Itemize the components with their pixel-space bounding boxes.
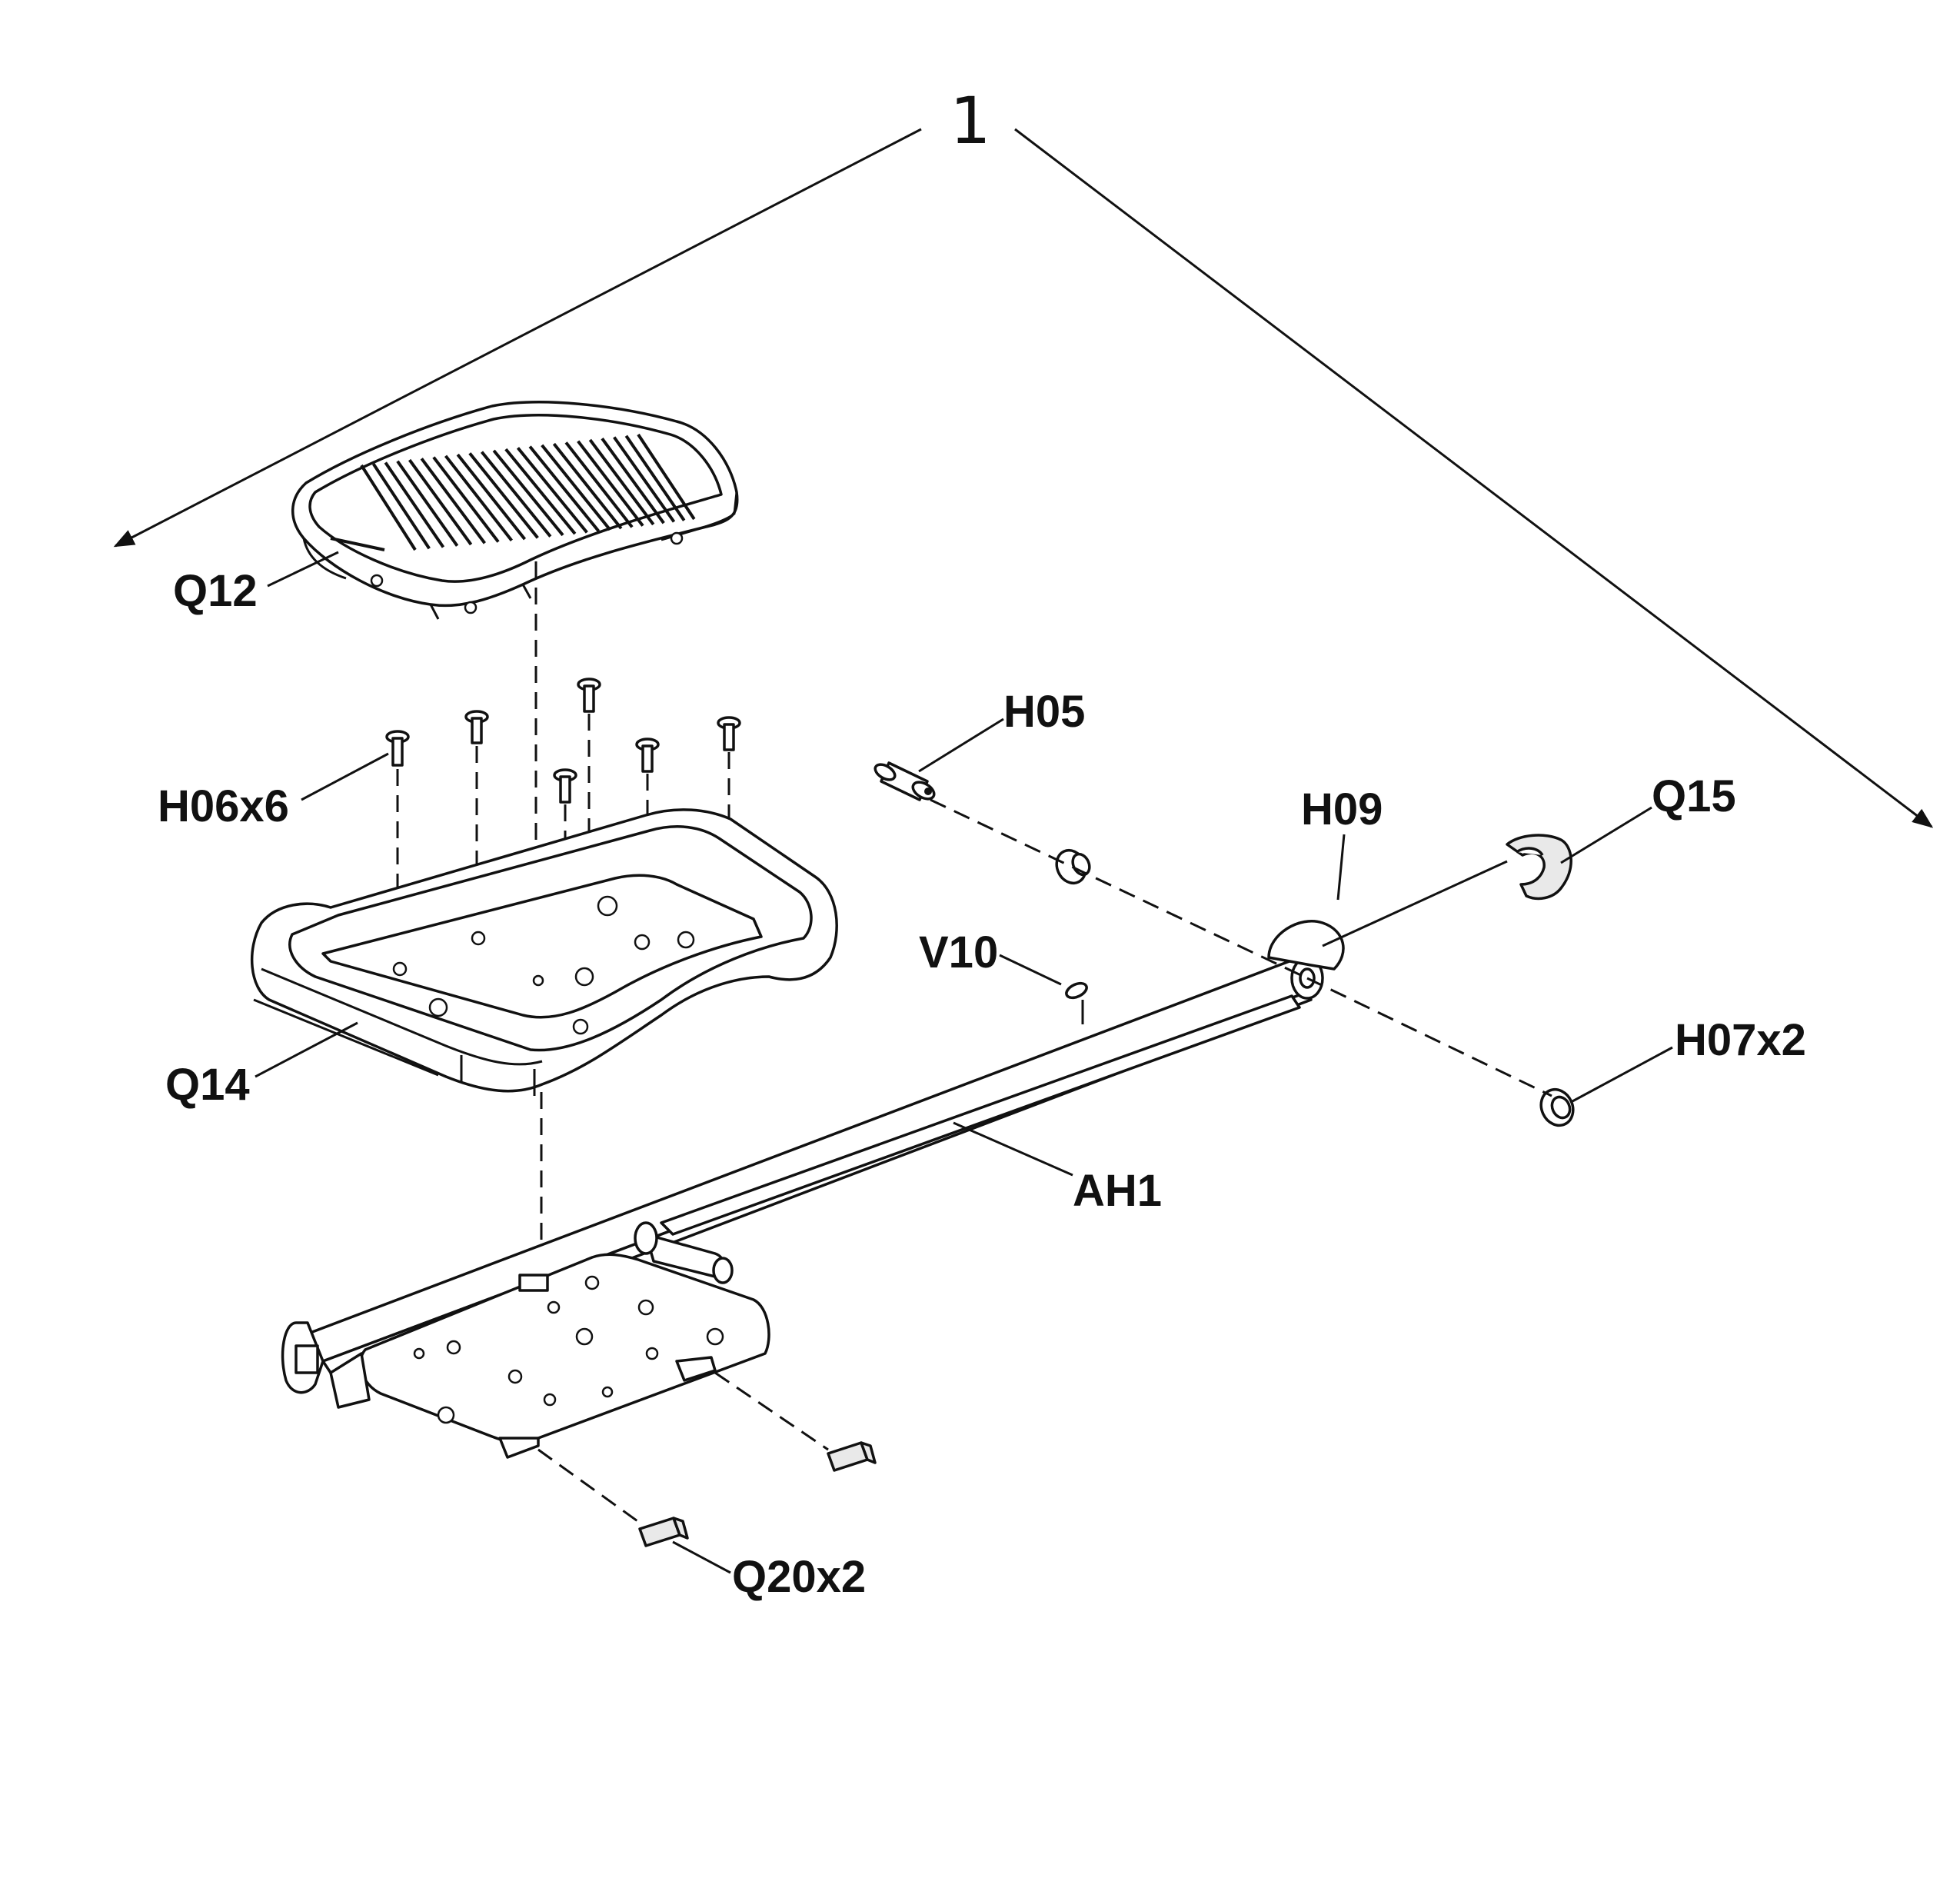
grille-slat (528, 445, 601, 532)
screw-2 (464, 710, 489, 744)
pin-h05 (874, 761, 936, 801)
grille-slat (577, 440, 644, 527)
grille-slat (371, 463, 431, 550)
label-q14: Q14 (165, 1060, 250, 1110)
label-v10: V10 (919, 927, 998, 977)
axis-dash-lines (930, 798, 1552, 1097)
footrest-tray-q14 (251, 808, 838, 1096)
assembly-number: 1 (950, 83, 990, 158)
grille-slat (613, 436, 676, 523)
grille-slat (360, 464, 417, 551)
label-q20: Q20x2 (732, 1552, 866, 1602)
leader-lines (255, 551, 1673, 1574)
grille-slat (432, 456, 500, 543)
grille-slat (601, 438, 665, 524)
grille-slat (637, 433, 696, 521)
assembly-bracket: 1 (113, 83, 1934, 828)
grille-slat (408, 458, 473, 546)
grille-slat (492, 449, 564, 537)
grille-slat (396, 460, 459, 547)
screws-h06 (385, 678, 741, 804)
grille-slat (516, 447, 588, 534)
bushing-h07 (1539, 1087, 1575, 1127)
grille-slat (468, 452, 539, 539)
grille-slat (541, 444, 611, 531)
label-h06: H06x6 (158, 781, 289, 831)
grille-slat (420, 458, 487, 544)
washer (1055, 848, 1091, 885)
grille-slat (552, 442, 623, 530)
grille-slat (444, 455, 513, 542)
mounting-plate (329, 1253, 770, 1459)
screw-4 (717, 716, 741, 751)
grille-slat (384, 461, 445, 548)
label-q15: Q15 (1652, 771, 1736, 821)
grille-slat (588, 438, 655, 526)
part-v10 (1065, 981, 1088, 1024)
label-h09: H09 (1301, 784, 1383, 834)
screw-3 (577, 678, 601, 713)
grille-slat (480, 451, 552, 538)
screw-5 (635, 738, 660, 773)
grille-slat (564, 441, 634, 528)
footrest-pad-q12 (291, 401, 739, 620)
clip-q15 (1506, 834, 1572, 901)
label-ah1: AH1 (1073, 1166, 1162, 1216)
grille-slat (624, 435, 686, 521)
grille-slat (456, 453, 527, 541)
end-caps-q20 (537, 1371, 877, 1547)
grille-slat (504, 448, 577, 535)
label-q12: Q12 (173, 566, 258, 616)
screw-1 (385, 730, 410, 767)
callout-labels: Q12 H06x6 Q14 H05 H09 Q15 V10 H07x2 AH1 … (158, 566, 1806, 1602)
label-h07: H07x2 (1675, 1015, 1806, 1065)
label-h05: H05 (1003, 687, 1085, 737)
screw-6 (553, 768, 577, 804)
